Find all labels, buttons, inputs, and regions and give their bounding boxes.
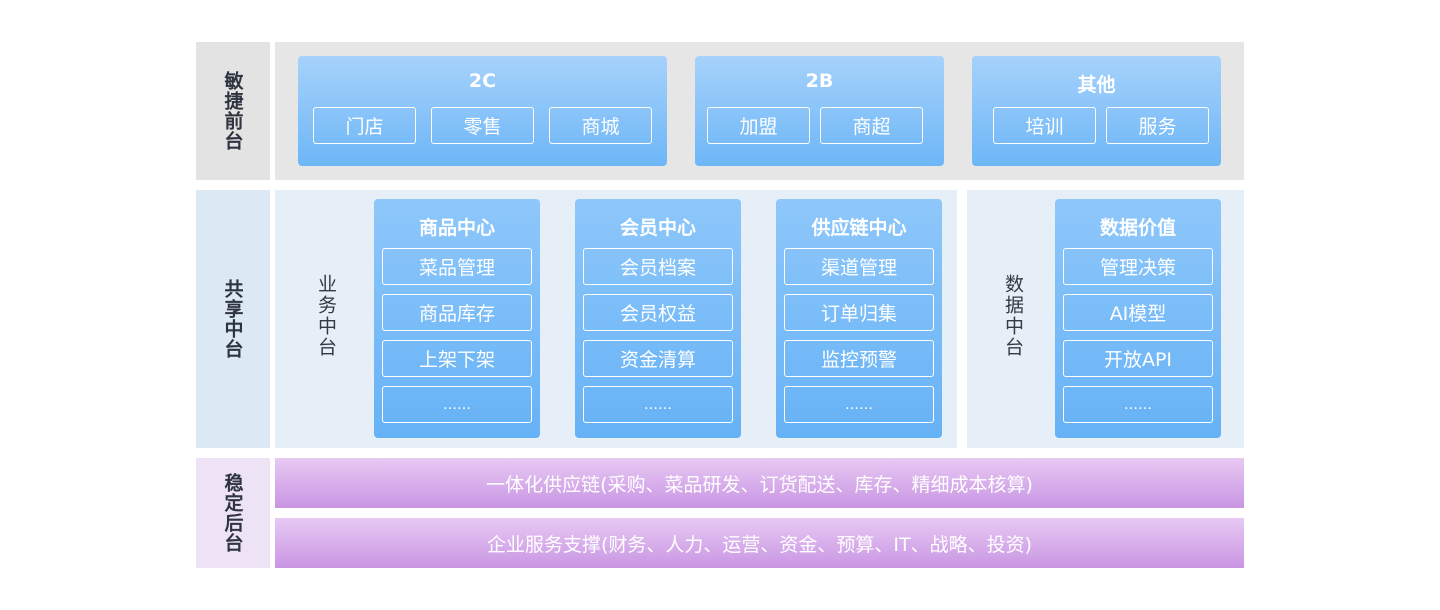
front-card-2c: 2C 门店 零售 商城 [298,56,667,166]
business-platform-label: 业务中台 [315,274,337,358]
column-item-more[interactable]: …… [382,386,532,423]
front-item-franchise[interactable]: 加盟 [707,107,810,144]
front-card-other: 其他 培训 服务 [972,56,1221,166]
front-item-service[interactable]: 服务 [1106,107,1209,144]
member-center-column: 会员中心 会员档案 会员权益 资金清算 …… [575,199,741,438]
data-value-column: 数据价值 管理决策 AI模型 开放API …… [1055,199,1221,438]
column-item[interactable]: 管理决策 [1063,248,1213,285]
column-item-more[interactable]: …… [784,386,934,423]
column-item[interactable]: 会员档案 [583,248,733,285]
data-platform-label: 数据中台 [1002,274,1024,358]
column-item[interactable]: AI模型 [1063,294,1213,331]
column-item[interactable]: 资金清算 [583,340,733,377]
front-item-store[interactable]: 门店 [313,107,416,144]
front-layer-label: 敏捷前台 [196,42,270,180]
front-item-supermarket[interactable]: 商超 [820,107,923,144]
supply-chain-bar: 一体化供应链(采购、菜品研发、订货配送、库存、精细成本核算) [275,458,1244,508]
front-card-title: 2C [468,70,497,92]
column-item[interactable]: 订单归集 [784,294,934,331]
column-item[interactable]: 上架下架 [382,340,532,377]
column-title: 数据价值 [1099,217,1176,239]
column-item[interactable]: 开放API [1063,340,1213,377]
column-item-more[interactable]: …… [583,386,733,423]
column-title: 会员中心 [619,217,696,239]
column-item[interactable]: 会员权益 [583,294,733,331]
column-title: 供应链中心 [811,217,907,239]
supply-chain-center-column: 供应链中心 渠道管理 订单归集 监控预警 …… [776,199,942,438]
front-item-training[interactable]: 培训 [993,107,1096,144]
front-card-title: 其他 [1077,74,1116,96]
product-center-column: 商品中心 菜品管理 商品库存 上架下架 …… [374,199,540,438]
front-card-2b: 2B 加盟 商超 [695,56,944,166]
front-item-mall[interactable]: 商城 [549,107,652,144]
enterprise-service-bar: 企业服务支撑(财务、人力、运营、资金、预算、IT、战略、投资) [275,518,1244,568]
column-item[interactable]: 渠道管理 [784,248,934,285]
column-item[interactable]: 商品库存 [382,294,532,331]
front-divider [270,42,275,180]
front-card-title: 2B [805,70,834,92]
front-item-retail[interactable]: 零售 [431,107,534,144]
column-title: 商品中心 [418,217,495,239]
column-item[interactable]: 监控预警 [784,340,934,377]
back-layer-label: 稳定后台 [196,458,270,568]
column-item-more[interactable]: …… [1063,386,1213,423]
middle-layer-label: 共享中台 [196,190,270,448]
column-item[interactable]: 菜品管理 [382,248,532,285]
